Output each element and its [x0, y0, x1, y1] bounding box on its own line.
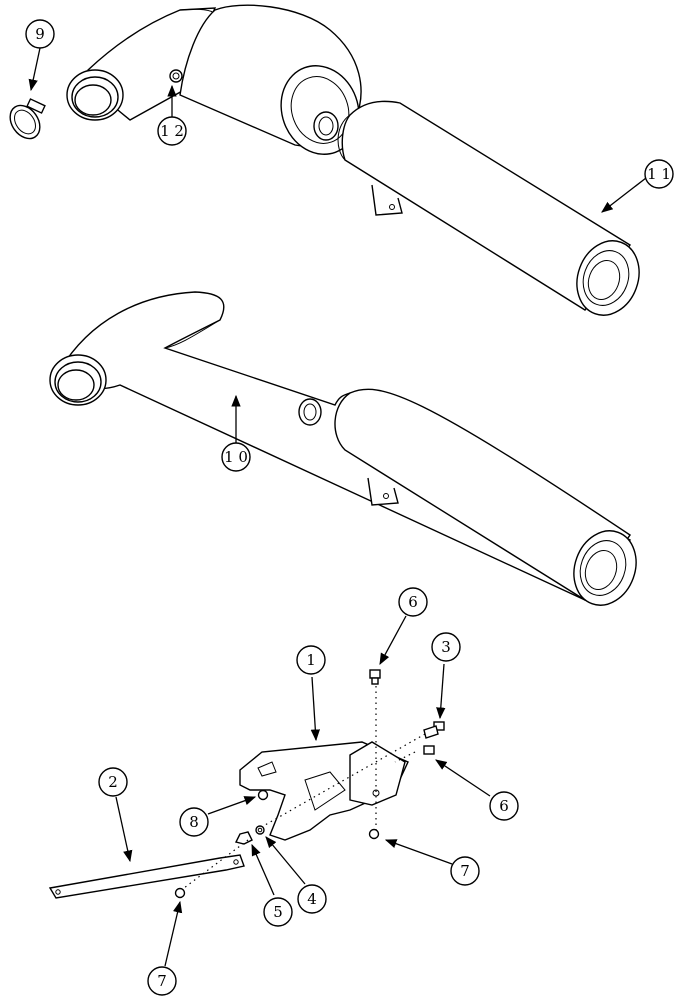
hardware	[174, 669, 445, 899]
exhaust-tailpipe-assembly-lower	[49, 291, 637, 606]
callout-3: 3	[431, 632, 461, 662]
callout-label-7-right: 7	[460, 862, 470, 880]
callout-label-7-bottom: 7	[157, 972, 167, 990]
callout-9: 9	[25, 19, 55, 49]
callout-8: 8	[179, 807, 209, 837]
callout-12: 1 2	[157, 116, 187, 146]
callout-5: 5	[263, 897, 293, 927]
callout-4: 4	[297, 884, 327, 914]
hose-clamp	[9, 98, 46, 140]
callout-6-right: 6	[489, 791, 519, 821]
callout-label-1: 1	[306, 651, 316, 669]
callout-7-bottom: 7	[147, 966, 177, 996]
exhaust-muffler-assembly-upper	[66, 4, 640, 316]
callout-label-11: 1 1	[647, 165, 671, 183]
callout-label-9: 9	[35, 25, 45, 43]
callout-2: 2	[98, 767, 128, 797]
assembly-lines	[183, 686, 426, 889]
callout-label-2: 2	[108, 773, 118, 791]
callout-10: 1 0	[221, 442, 251, 472]
callout-7-right: 7	[450, 856, 480, 886]
callout-label-8: 8	[189, 813, 199, 831]
callout-label-4: 4	[307, 890, 317, 908]
callout-leaders	[28, 47, 647, 967]
callout-label-6-right: 6	[499, 797, 509, 815]
callout-6-top: 6	[398, 587, 428, 617]
callout-label-10: 1 0	[224, 448, 248, 466]
callout-1: 1	[296, 645, 326, 675]
callout-label-5: 5	[273, 903, 283, 921]
callout-label-12: 1 2	[160, 122, 184, 140]
callout-11: 1 1	[644, 159, 674, 189]
callout-label-3: 3	[441, 638, 451, 656]
callout-label-6-top: 6	[408, 593, 418, 611]
support-strap	[48, 854, 245, 899]
